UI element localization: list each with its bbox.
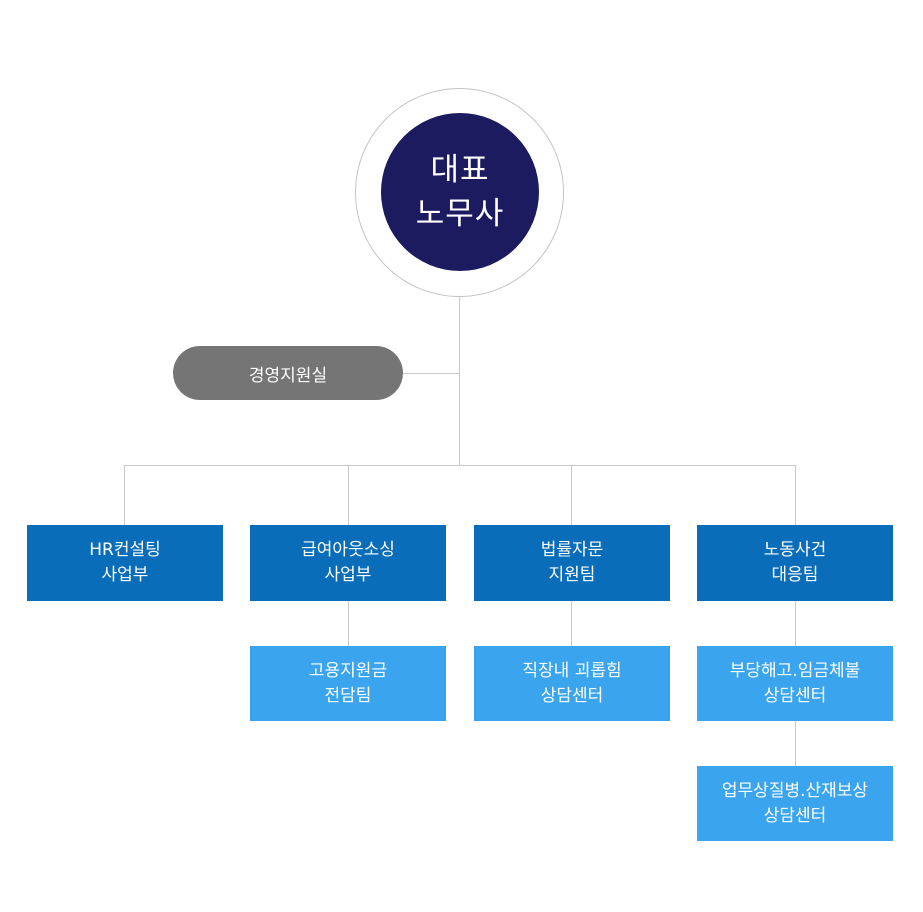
dept-drop-line-2 bbox=[348, 465, 349, 525]
center-link-line-4b bbox=[795, 721, 796, 766]
center-link-line-4a bbox=[795, 601, 796, 646]
center-node-occupational-disease: 업무상질병.산재보상 상담센터 bbox=[697, 766, 893, 841]
center-link-line-3 bbox=[571, 601, 572, 646]
department-node-hr-consulting: HR컨설팅 사업부 bbox=[27, 525, 223, 601]
center-node-unfair-dismissal-wage: 부당해고.임금체불 상담센터 bbox=[697, 646, 893, 721]
ceo-node: 대표 노무사 bbox=[381, 113, 539, 271]
support-branch-line bbox=[403, 373, 460, 374]
department-bus-line bbox=[124, 465, 796, 466]
support-office-node: 경영지원실 bbox=[173, 346, 403, 400]
center-node-employment-subsidy: 고용지원금 전담팀 bbox=[250, 646, 446, 721]
department-node-labor-case: 노동사건 대응팀 bbox=[697, 525, 893, 601]
dept-drop-line-4 bbox=[795, 465, 796, 525]
center-node-workplace-harassment: 직장내 괴롭힘 상담센터 bbox=[474, 646, 670, 721]
department-node-payroll-outsourcing: 급여아웃소싱 사업부 bbox=[250, 525, 446, 601]
dept-drop-line-1 bbox=[124, 465, 125, 525]
ceo-trunk-line bbox=[459, 297, 460, 465]
dept-drop-line-3 bbox=[571, 465, 572, 525]
center-link-line-2 bbox=[348, 601, 349, 646]
department-node-legal-advisory: 법률자문 지원팀 bbox=[474, 525, 670, 601]
